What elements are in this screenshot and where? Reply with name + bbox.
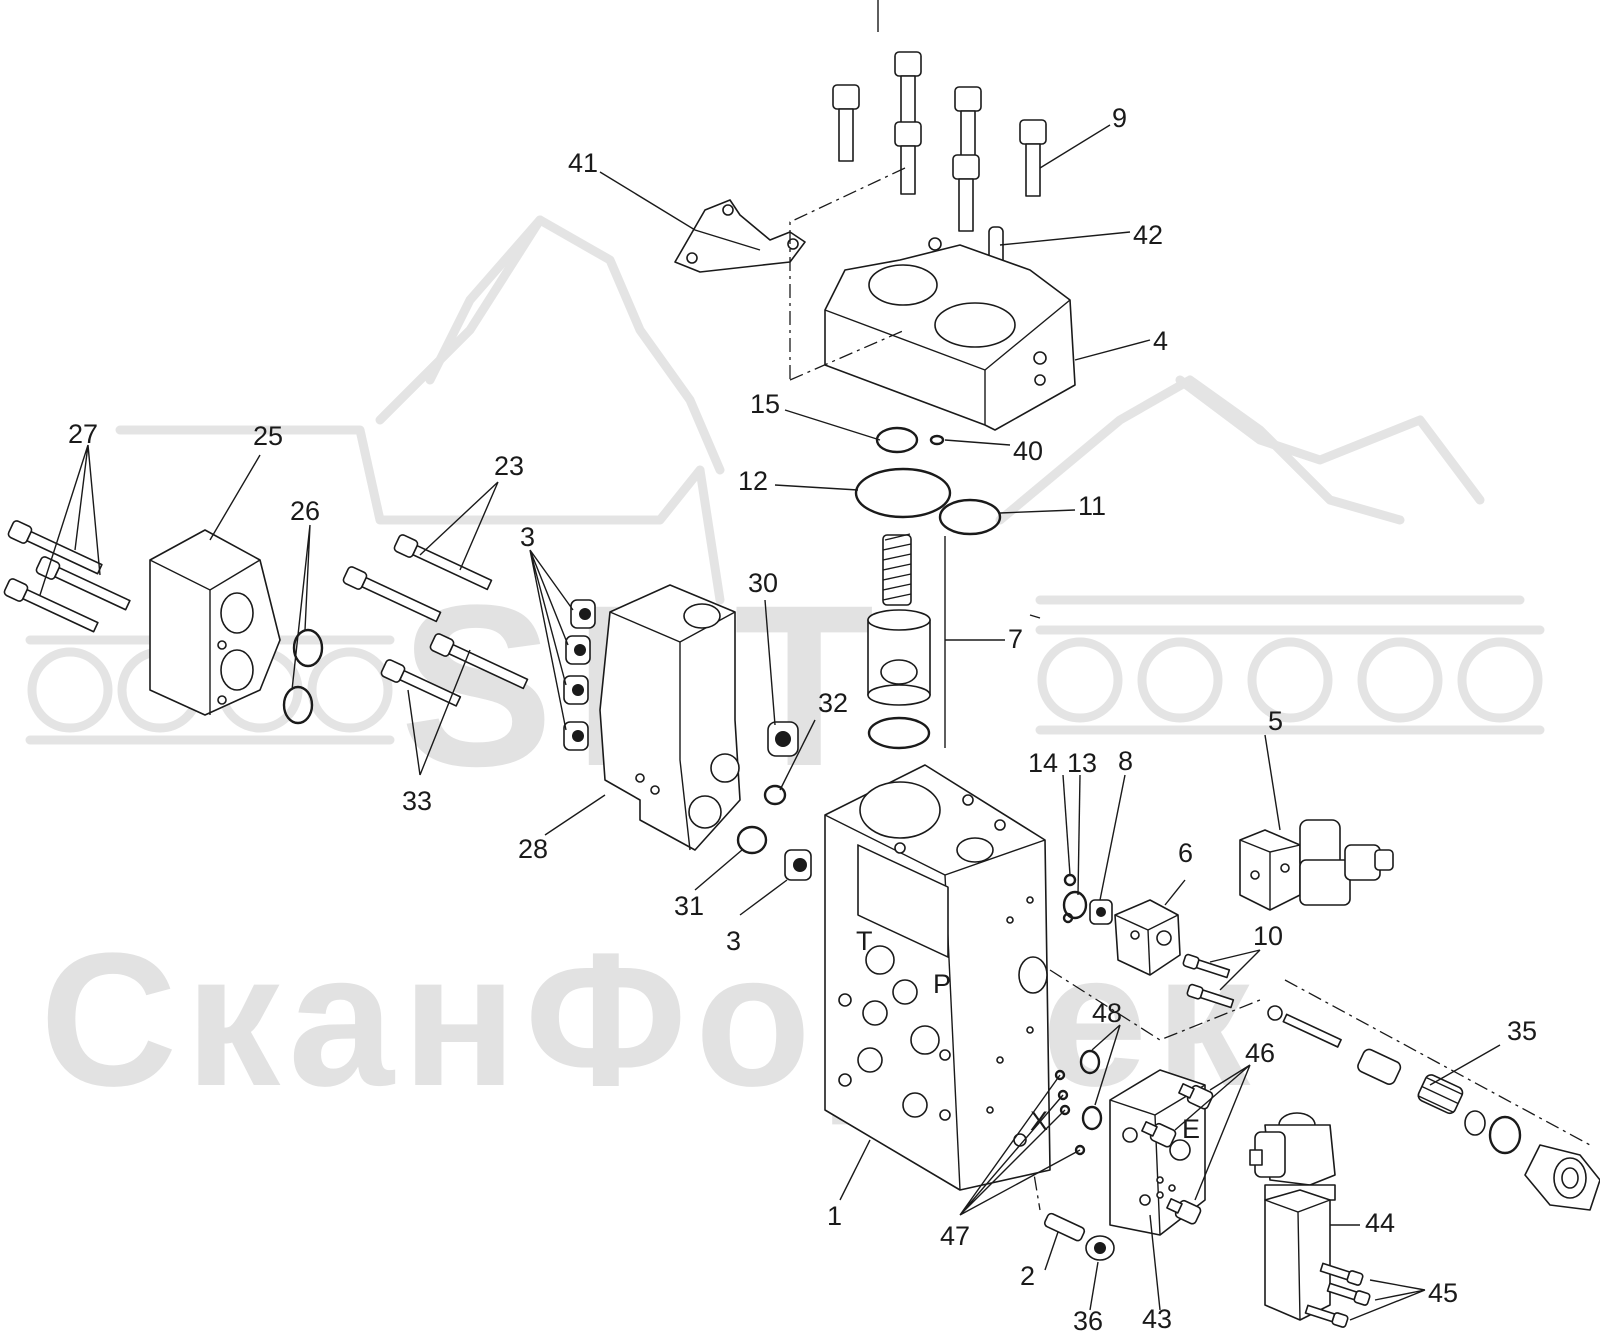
- part-11-seal: [938, 498, 1002, 536]
- part-48-seal-a: [1079, 1049, 1101, 1075]
- part-1-main-block: T P X: [824, 764, 1051, 1191]
- callout-7: 7: [1008, 624, 1023, 654]
- callout-35: 35: [1507, 1016, 1537, 1046]
- callout-48: 48: [1092, 998, 1122, 1028]
- callout-28: 28: [518, 834, 548, 864]
- callout-1: 1: [827, 1201, 842, 1231]
- part-32-seal: [763, 784, 787, 806]
- part-48-seal-b: [1081, 1105, 1103, 1131]
- callout-8: 8: [1118, 746, 1133, 776]
- callout-41: 41: [568, 148, 598, 178]
- callout-43: 43: [1142, 1304, 1172, 1334]
- part-28-valve-block: [599, 584, 741, 851]
- callout-42: 42: [1133, 220, 1163, 250]
- part-35-valve-assembly: [1267, 1005, 1600, 1211]
- callout-40: 40: [1013, 436, 1043, 466]
- callout-27: 27: [68, 419, 98, 449]
- callout-11: 11: [1078, 491, 1106, 521]
- callout-47: 47: [940, 1221, 970, 1251]
- part-5-solenoid: [1239, 819, 1394, 911]
- part-14-seal: [1063, 873, 1077, 887]
- callout-labels: 9 41 42 4 15 40 12 11 7 27 25 26 23 3 30…: [68, 103, 1537, 1336]
- part-41-bracket: [674, 199, 806, 273]
- callout-46: 46: [1245, 1038, 1275, 1068]
- assembly-line-35b: [1284, 979, 1591, 1146]
- callout-9: 9: [1112, 103, 1127, 133]
- callout-4: 4: [1153, 326, 1168, 356]
- callout-3-top: 3: [520, 522, 535, 552]
- callout-6: 6: [1178, 838, 1193, 868]
- part-26-seal-b: [282, 685, 314, 725]
- port-label-t: T: [856, 926, 873, 956]
- part-13-seal: [1062, 890, 1088, 920]
- callout-31: 31: [674, 891, 704, 921]
- part-31-seal: [736, 825, 768, 855]
- part-4-cover-block: [824, 237, 1076, 431]
- callout-30: 30: [748, 568, 778, 598]
- callout-5: 5: [1268, 706, 1283, 736]
- part-45-bolts: [1304, 1262, 1371, 1328]
- port-label-p: P: [933, 969, 951, 999]
- callout-13: 13: [1067, 748, 1097, 778]
- part-40-seal: [929, 434, 945, 446]
- part-9-bolts: [832, 51, 1047, 232]
- part-14-seal-b: [1062, 912, 1074, 924]
- part-27-bolts: [3, 520, 131, 633]
- callout-33: 33: [402, 786, 432, 816]
- callout-44: 44: [1365, 1208, 1395, 1238]
- part-15-seal: [875, 426, 919, 454]
- port-label-e: E: [1182, 1114, 1200, 1144]
- callout-25: 25: [253, 421, 283, 451]
- callout-10: 10: [1253, 921, 1283, 951]
- part-12-seal: [854, 467, 952, 519]
- part-33-bolts: [380, 633, 529, 707]
- part-10-bolts: [1182, 953, 1235, 1009]
- part-8-plug: [1089, 899, 1113, 925]
- callout-26: 26: [290, 496, 320, 526]
- part-23-bolts: [342, 534, 493, 623]
- assembly-line-41: [789, 167, 906, 380]
- leader-lines: [39, 124, 1501, 1321]
- assembly-line-4: [789, 329, 906, 381]
- part-25-block: [149, 529, 281, 716]
- part-36-plug: [1085, 1235, 1115, 1261]
- part-3-plugs: [563, 599, 812, 881]
- part-43-block: E: [1109, 1069, 1206, 1236]
- part-26-seal-a: [292, 628, 324, 668]
- part-44-solenoid-valve: [1249, 1112, 1336, 1321]
- part-6-block: [1114, 899, 1181, 976]
- callout-14: 14: [1028, 748, 1058, 778]
- part-47-seals: [1054, 1069, 1086, 1156]
- part-7-cartridge: [867, 533, 946, 750]
- part-30-plug: [767, 721, 799, 757]
- callout-23: 23: [494, 451, 524, 481]
- callout-3-bottom: 3: [726, 926, 741, 956]
- callout-15: 15: [750, 389, 780, 419]
- assembly-line-35: [1049, 969, 1261, 1041]
- callout-2: 2: [1020, 1261, 1035, 1291]
- port-label-x: X: [1030, 1106, 1048, 1136]
- callout-32: 32: [818, 688, 848, 718]
- callout-36: 36: [1073, 1306, 1103, 1336]
- part-2-fitting: [1043, 1212, 1086, 1242]
- watermark-illustration: [25, 215, 1545, 745]
- watermark-logo-text: СканФортек: [40, 914, 1258, 1126]
- callout-12: 12: [738, 466, 768, 496]
- callout-45: 45: [1428, 1278, 1458, 1308]
